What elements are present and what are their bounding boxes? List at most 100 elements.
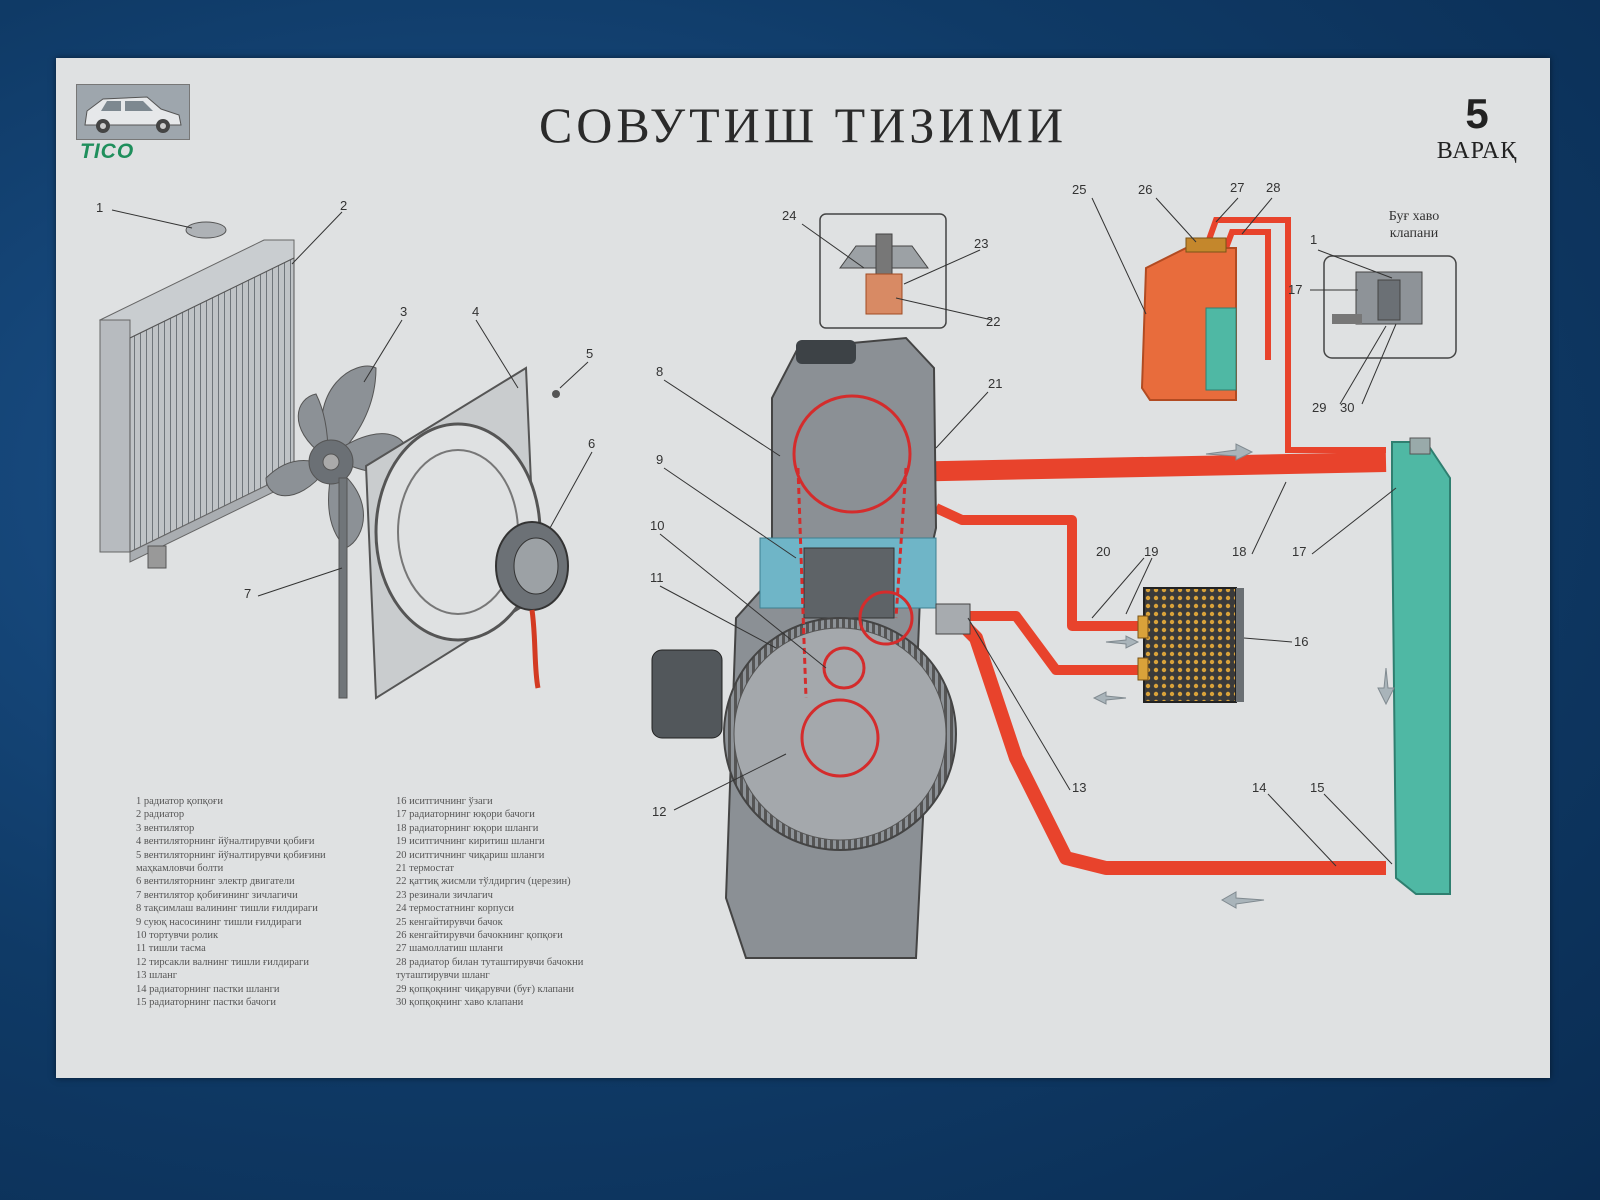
- callout-15: 15: [1310, 780, 1324, 795]
- callout-17: 17: [1292, 544, 1306, 559]
- heater-hoses: [933, 503, 1144, 675]
- car-icon: [84, 96, 182, 133]
- flow-arrow-icon: [1105, 635, 1140, 649]
- heater-core: [1137, 587, 1244, 703]
- fan-motor: [495, 521, 569, 689]
- callout-11: 11: [650, 570, 664, 585]
- legend-item: 30 қопқоқнинг хаво клапани: [396, 997, 524, 1009]
- camshaft-gear-circle: [792, 394, 912, 514]
- callout-8: 8: [656, 364, 663, 379]
- upper-radiator-hose: [895, 452, 1387, 482]
- poster-title: СОВУТИШ ТИЗИМИ: [538, 97, 1068, 153]
- radiator-cap: [185, 221, 227, 239]
- valve-label-line2: клапани: [1389, 226, 1439, 241]
- callout-16: 16: [1294, 634, 1308, 649]
- radiator-side-tank: [1391, 437, 1451, 895]
- crankshaft-pulley: [723, 617, 957, 851]
- legend-item: 24 термостатнинг корпуси: [396, 903, 514, 915]
- legend-item: 22 қаттиқ жисмли тўлдиргич (церезин): [396, 876, 571, 888]
- legend-item: 1 радиатор қопқоғи: [136, 796, 223, 807]
- legend-item: 3 вентилятор: [136, 822, 195, 834]
- cooling-system-diagram: 1 2 3 4 5 6 7 8 9 10 11 12 13 14 15 16 1…: [96, 180, 1457, 959]
- callout-12: 12: [652, 804, 666, 819]
- legend-item: 23 резинали зичлагич: [396, 889, 493, 901]
- callout-13: 13: [1072, 780, 1086, 795]
- legend-item: 19 иситгичнинг киритиш шланги: [396, 836, 545, 848]
- water-pump-gear-circle: [858, 590, 914, 646]
- legend-item: 25 кенгайтирувчи бачок: [396, 916, 503, 928]
- timing-belt-highlights: [792, 394, 914, 778]
- bolt: [552, 390, 560, 398]
- callout-4: 4: [472, 304, 479, 319]
- legend-item: 12 тирсакли валнинг тишли ғилдираги: [136, 956, 309, 968]
- callout-5: 5: [586, 346, 593, 361]
- callout-19: 19: [1144, 544, 1158, 559]
- tico-logo: TICO: [80, 140, 135, 163]
- callout-30: 30: [1340, 400, 1354, 415]
- callout-28: 28: [1266, 180, 1280, 195]
- callout-7: 7: [244, 586, 251, 601]
- legend-item: 14 радиаторнинг пастки шланги: [136, 983, 280, 995]
- legend-right: 16 иситгичнинг ўзаги 17 радиаторнинг юқо…: [396, 795, 583, 1010]
- fan: [265, 365, 409, 699]
- expansion-tank: [1140, 237, 1237, 401]
- legend-item: 15 радиаторнинг пастки бачоги: [136, 997, 277, 1009]
- callout-27: 27: [1230, 180, 1244, 195]
- legend-item: 11 тишли тасма: [136, 943, 206, 955]
- callout-25: 25: [1072, 182, 1086, 197]
- callout-20: 20: [1096, 544, 1110, 559]
- legend-item: 13 шланг: [136, 970, 178, 982]
- legend-item: 5 вентиляторнинг йўналтирувчи қобиғини: [136, 849, 326, 861]
- legend-item: 7 вентилятор қобиғининг зичлагичи: [136, 889, 298, 901]
- callout-valve-1: 1: [1310, 232, 1317, 247]
- legend-item: 9 суюқ насосининг тишли ғилдираги: [136, 916, 302, 928]
- legend-item: 8 тақсимлаш валининг тишли ғилдираги: [136, 903, 318, 915]
- callout-6: 6: [588, 436, 595, 451]
- steam-air-valve-label: Буғ хаво клапани: [1364, 208, 1464, 242]
- car-logo-image: [76, 84, 190, 140]
- legend-item: 20 иситгичнинг чиқариш шланги: [396, 849, 545, 861]
- callout-numbers: 1 2 3 4 5 6 7 8 9 10 11 12 13 14 15 16 1…: [96, 180, 1354, 819]
- oil-filter: [651, 649, 723, 739]
- legend-item: 26 кенгайтирувчи бачокнинг қопқоғи: [396, 930, 563, 942]
- flow-arrow-icon: [1377, 667, 1395, 706]
- thermostat-inset: [819, 213, 947, 329]
- poster: СОВУТИШ ТИЗИМИ 5 ВАРАҚ TICO Буғ хаво кла…: [56, 58, 1550, 1078]
- expansion-tank-cap: [1185, 237, 1227, 253]
- crankshaft-gear-circle: [800, 698, 880, 778]
- callout-10: 10: [650, 518, 664, 533]
- legend-item: 10 тортувчи ролик: [136, 930, 219, 942]
- tank-hoses: [1203, 217, 1386, 453]
- callout-26: 26: [1138, 182, 1152, 197]
- callout-18: 18: [1232, 544, 1246, 559]
- legend-item: 2 радиатор: [136, 809, 185, 821]
- valve-label-line1: Буғ хаво: [1388, 209, 1440, 224]
- legend-item: 6 вентиляторнинг электр двигатели: [136, 876, 295, 888]
- sheet-word: ВАРАҚ: [1436, 138, 1518, 164]
- callout-9: 9: [656, 452, 663, 467]
- flow-arrow-icon: [1205, 443, 1254, 461]
- callout-14: 14: [1252, 780, 1266, 795]
- legend-item: 21 термостат: [396, 863, 454, 875]
- legend-item: 4 вентиляторнинг йўналтирувчи қобиғи: [136, 836, 315, 848]
- legend-item: туташтирувчи шланг: [396, 970, 490, 982]
- callout-21: 21: [988, 376, 1002, 391]
- legend-item: 16 иситгичнинг ўзаги: [396, 796, 493, 807]
- legend-item: 18 радиаторнинг юқори шланги: [396, 822, 539, 834]
- flow-arrow-icon: [1220, 891, 1265, 909]
- sheet-number: 5: [1465, 90, 1489, 137]
- lower-radiator-hose: [951, 613, 1386, 875]
- legend-item: 17 радиаторнинг юқори бачоги: [396, 809, 535, 821]
- callout-29: 29: [1312, 400, 1326, 415]
- legend-item: 29 қопқоқнинг чиқарувчи (буғ) клапани: [396, 983, 574, 995]
- tensioner-circle: [822, 646, 866, 690]
- legend-item: маҳкамловчи болти: [136, 863, 224, 875]
- legend-item: 27 шамоллатиш шланги: [396, 943, 503, 955]
- callout-3: 3: [400, 304, 407, 319]
- callout-2: 2: [340, 198, 347, 213]
- radiator: [98, 221, 295, 569]
- water-outlet: [935, 603, 971, 635]
- valve-inset: [1323, 255, 1457, 359]
- callout-24: 24: [782, 208, 796, 223]
- legend-item: 28 радиатор билан туташтирувчи бачокни: [396, 956, 584, 968]
